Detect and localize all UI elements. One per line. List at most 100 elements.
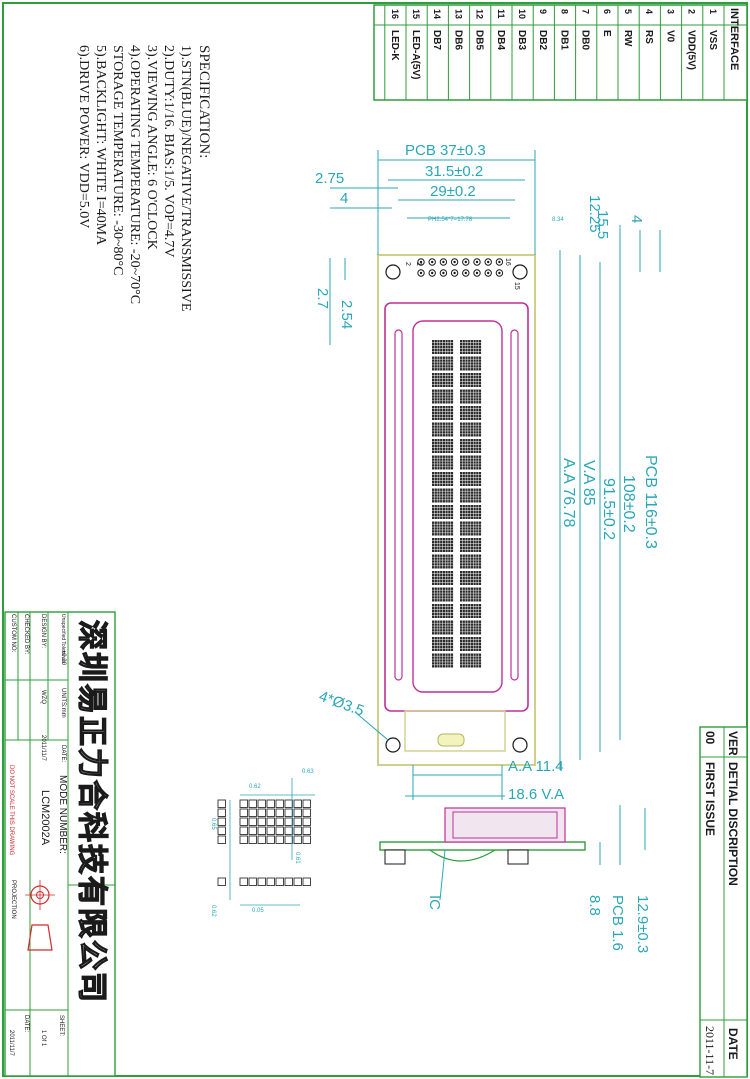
pin-name: DB6 bbox=[452, 30, 463, 50]
dot-dim-065: 0.65 bbox=[210, 818, 216, 830]
dim-31-5: 31.5±0.2 bbox=[425, 163, 483, 180]
interface-table: 1VSS2VDD(5V)3V04RS5RW6E7DB08DB19DB210DB3… bbox=[373, 4, 748, 101]
mount-hole bbox=[385, 264, 401, 280]
rev-date: 2011-11-7 bbox=[703, 1026, 717, 1075]
pin-label-16: 16 bbox=[504, 258, 511, 266]
dim-pin-pitch: PH2.54*7=17.78 bbox=[428, 217, 473, 223]
spec-line: STORAGE TEMPERATURE: -30~80°C bbox=[110, 45, 125, 275]
dim-va-85: V.A 85 bbox=[580, 460, 597, 506]
pin-label-1: 1 bbox=[415, 262, 422, 266]
pin-number: 9 bbox=[538, 9, 548, 14]
sheet-value: 1 Of 1 bbox=[40, 1030, 46, 1047]
spec-title: SPECIFICATION: bbox=[196, 45, 212, 158]
dot-dim-063: 0.63 bbox=[302, 769, 314, 775]
pin-name: DB1 bbox=[558, 30, 569, 50]
pin-number: 5 bbox=[623, 9, 633, 14]
pin-number: 3 bbox=[665, 9, 675, 14]
mount-hole bbox=[512, 737, 528, 753]
dim-8-34: 8.34 bbox=[552, 217, 564, 223]
rev-desc: FIRST ISSUE bbox=[703, 762, 717, 836]
dim-va-18-6: 18.6 V.A bbox=[508, 786, 564, 803]
pin-number: 12 bbox=[475, 9, 485, 19]
dimension-labels: PCB 37±0.3 31.5±0.2 29±0.2 2.75 4 PH2.54… bbox=[314, 142, 659, 803]
company-name: 深圳易正力合科技有限公司 bbox=[75, 620, 109, 1004]
dimension-lines bbox=[329, 150, 661, 800]
pin-number: 6 bbox=[602, 9, 612, 14]
spec-line: 1).STN(BLUE)/NEGATIVE/TRANSMISSIVE bbox=[178, 45, 193, 311]
pin-name: VSS bbox=[707, 30, 718, 50]
mount-hole bbox=[512, 264, 528, 280]
tolerance-label: Unspecified Tolerance: bbox=[60, 614, 66, 665]
dim-aa-11-4: A.A 11.4 bbox=[508, 758, 564, 775]
dot-dim-062b: 0.62 bbox=[210, 905, 216, 917]
spec-line: 6).DRIVE POWER: VDD=5.0V bbox=[76, 45, 91, 228]
dim-pcb-thick: PCB 1.6 bbox=[609, 895, 626, 951]
dim-4-right: 4 bbox=[628, 215, 645, 223]
spec-line: 2).DUTY:1/16. BIAS:1/5. VOP=4.7V bbox=[161, 45, 176, 257]
date-label: DATE: bbox=[23, 1015, 29, 1033]
dot-dim-062: 0.62 bbox=[249, 784, 261, 790]
pin-number: 2 bbox=[687, 9, 697, 14]
pin-header bbox=[417, 258, 504, 277]
projection-label: PROJECTION bbox=[10, 880, 16, 919]
dim-2-54: 2.54 bbox=[338, 300, 355, 329]
pin-name: DB4 bbox=[495, 30, 506, 50]
pin-name: DB5 bbox=[474, 30, 485, 50]
side-view: IC 8.8 PCB 1.6 12.9±0.3 bbox=[379, 805, 651, 953]
rev-header-date: DATE bbox=[726, 1028, 740, 1060]
rev-header-desc: DETIAL DISCRIPTION bbox=[726, 762, 740, 886]
pin-label-15: 15 bbox=[513, 282, 520, 290]
dim-pcb-length: PCB 116±0.3 bbox=[642, 455, 659, 549]
date2-value: 2011/11/7 bbox=[40, 735, 46, 761]
model-number: LCM2002A bbox=[39, 790, 51, 846]
spec-line: 5).BACKLIGHT: WHITE I=40MA bbox=[93, 45, 108, 246]
pin-number: 16 bbox=[390, 9, 400, 19]
pin-name: LED-K bbox=[389, 30, 400, 61]
pin-name: E bbox=[601, 30, 612, 37]
projection-symbol-icon bbox=[25, 880, 55, 951]
tolerance-value: ±0.20 bbox=[60, 650, 66, 666]
dot-dim-061: 0.61 bbox=[294, 852, 300, 864]
dim-2-7: 2.7 bbox=[314, 288, 331, 309]
rev-header-ver: VER bbox=[726, 731, 740, 756]
revision-block: VER DETIAL DISCRIPTION DATE 00 FIRST ISS… bbox=[699, 726, 748, 1078]
dim-12-25: 12.25 bbox=[586, 195, 603, 233]
interface-header: INTERFACE bbox=[728, 8, 740, 70]
title-block: 深圳易正力合科技有限公司 Unspecified Tolerance: ±0.2… bbox=[4, 611, 116, 1077]
pin-number: 11 bbox=[496, 9, 506, 19]
date2-label: DATE: bbox=[60, 745, 66, 763]
dim-2-75: 2.75 bbox=[315, 170, 344, 187]
model-label: MODE NUMBER: bbox=[57, 775, 68, 854]
dim-thickness: 12.9±0.3 bbox=[634, 895, 651, 953]
dim-15-5: 15.5 bbox=[594, 210, 611, 239]
pin-name: LED-A(5V) bbox=[410, 30, 421, 79]
pin-number: 1 bbox=[708, 9, 718, 14]
specification-block: SPECIFICATION: 1).STN(BLUE)/NEGATIVE/TRA… bbox=[76, 45, 212, 311]
pin-name: V0 bbox=[664, 30, 675, 43]
character-matrix bbox=[432, 340, 482, 668]
pin-number: 15 bbox=[411, 9, 421, 19]
rev-ver: 00 bbox=[703, 731, 717, 745]
pin-number: 10 bbox=[517, 9, 527, 19]
sheet-label: SHEET: bbox=[58, 1015, 64, 1036]
dim-29: 29±0.2 bbox=[430, 183, 476, 200]
pin-number: 13 bbox=[453, 9, 463, 19]
do-not-scale: DO NOT SCALE THIS DRAWING bbox=[8, 765, 14, 856]
pin-name: RS bbox=[643, 30, 654, 44]
date-value: 2011/11/7 bbox=[8, 1030, 14, 1056]
dim-pcb-width: PCB 37±0.3 bbox=[405, 142, 486, 159]
dim-holes: 4*Ø3.5 bbox=[317, 688, 367, 720]
design-value: WZQ bbox=[40, 690, 46, 704]
dot-dim-005: 0.05 bbox=[252, 908, 264, 914]
pin-name: RW bbox=[622, 30, 633, 47]
lcd-module-front-view: 2 1 16 15 bbox=[377, 254, 536, 766]
design-label: DESIGN BY: bbox=[40, 614, 46, 648]
spec-line: 3).VIEWING ANGLE: 6 O'CLOCK bbox=[144, 45, 159, 250]
dim-ic: IC bbox=[426, 895, 443, 910]
pin-number: 14 bbox=[432, 9, 442, 19]
pin-name: DB0 bbox=[580, 30, 591, 50]
pin-name: VDD(5V) bbox=[686, 30, 697, 70]
pin-label-2: 2 bbox=[404, 262, 411, 266]
checked-label: CHECKED BY: bbox=[23, 614, 29, 655]
dim-91-5: 91.5±0.2 bbox=[600, 478, 617, 540]
